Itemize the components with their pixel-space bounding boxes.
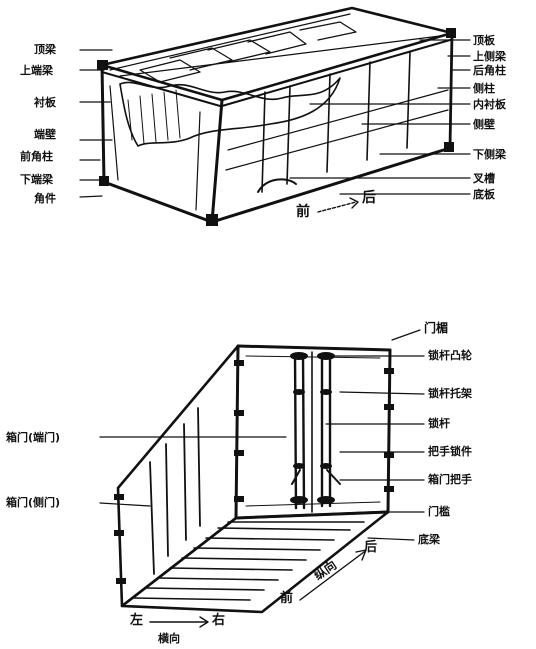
door-inner-frame — [245, 355, 381, 507]
side-door-hinges — [114, 494, 126, 584]
front-back-arrow — [317, 201, 357, 213]
rear-corner-post — [448, 31, 454, 150]
corner-castings — [97, 28, 456, 226]
side-posts — [261, 51, 411, 193]
bottom-side-rail — [210, 146, 452, 224]
door-left-post — [234, 344, 240, 520]
base-outline — [120, 510, 390, 614]
top-right-leaders — [289, 39, 471, 195]
end-wall-inner — [109, 85, 201, 211]
label-side-wall: 侧壁 — [473, 118, 495, 131]
label-bottom-side-rail: 下侧梁 — [473, 148, 506, 161]
direction-left: 左 — [130, 613, 144, 628]
top-end-rail — [101, 71, 221, 107]
door-right-post — [386, 348, 392, 514]
top-side-rail — [221, 39, 451, 107]
top-left-leaders — [79, 49, 113, 198]
direction-back-bottom: 后 — [364, 540, 378, 555]
lining-cutaway — [119, 77, 341, 147]
label-door-handle: 箱门把手 — [428, 473, 472, 486]
door-hinges — [234, 360, 394, 502]
label-side-post: 侧柱 — [473, 82, 495, 95]
lock-rod-cams — [290, 352, 335, 504]
label-bottom-end-rail: 下端梁 — [20, 173, 53, 186]
label-door-header: 门楣 — [424, 321, 449, 335]
label-bottom-cross-member: 底梁 — [418, 533, 440, 546]
label-top-end-beam: 顶梁 — [34, 43, 56, 56]
front-corner-post-left — [100, 63, 106, 184]
direction-transverse: 横向 — [158, 632, 180, 645]
direction-front-bottom: 前 — [280, 591, 294, 606]
front-corner-post-right — [210, 98, 224, 224]
label-rear-corner-post: 后角柱 — [473, 64, 506, 77]
label-side-door: 箱门(侧门) — [6, 496, 61, 509]
transverse-arrowhead — [199, 616, 209, 628]
label-forklift-pocket: 叉槽 — [473, 172, 495, 185]
direction-right: 右 — [212, 613, 226, 628]
label-end-door: 箱门(端门) — [6, 431, 61, 444]
longitudinal-arrow — [299, 551, 365, 601]
label-lock-rod: 锁杆 — [428, 417, 450, 430]
label-roof-panel: 顶板 — [473, 34, 495, 47]
label-handle-lock: 把手锁件 — [428, 445, 472, 458]
label-front-corner-post: 前角柱 — [20, 150, 53, 163]
label-end-wall: 端壁 — [34, 128, 56, 141]
bottom-left-leaders — [99, 436, 287, 507]
label-lining: 衬板 — [34, 96, 56, 109]
roof-inner-line — [109, 13, 441, 77]
direction-back-top: 后 — [362, 190, 376, 206]
label-inner-lining: 内衬板 — [473, 98, 506, 111]
side-door-frame — [116, 344, 240, 608]
label-lock-rod-bracket: 锁杆托架 — [428, 387, 472, 400]
bottom-cross-members — [133, 521, 365, 601]
roof-panels — [139, 21, 357, 83]
door-handles — [291, 469, 341, 485]
label-lock-rod-cam: 锁杆凸轮 — [428, 349, 472, 362]
label-door-sill: 门槛 — [428, 505, 450, 518]
front-back-arrowhead — [349, 197, 359, 209]
longitudinal-arrowhead — [355, 549, 367, 561]
lining-shading — [127, 89, 181, 145]
forklift-pocket — [257, 178, 297, 193]
door-header-rail — [236, 344, 392, 352]
lock-rods — [293, 352, 332, 510]
side-door-rods — [149, 407, 201, 575]
label-corner-fitting: 角件 — [34, 192, 56, 205]
label-floor: 底板 — [473, 188, 495, 201]
direction-front-top: 前 — [296, 204, 310, 220]
label-top-end-rail: 上端梁 — [20, 64, 53, 77]
bottom-right-leaders — [325, 329, 425, 541]
bottom-end-rail — [102, 180, 214, 224]
label-top-side-rail: 上侧梁 — [473, 50, 506, 63]
